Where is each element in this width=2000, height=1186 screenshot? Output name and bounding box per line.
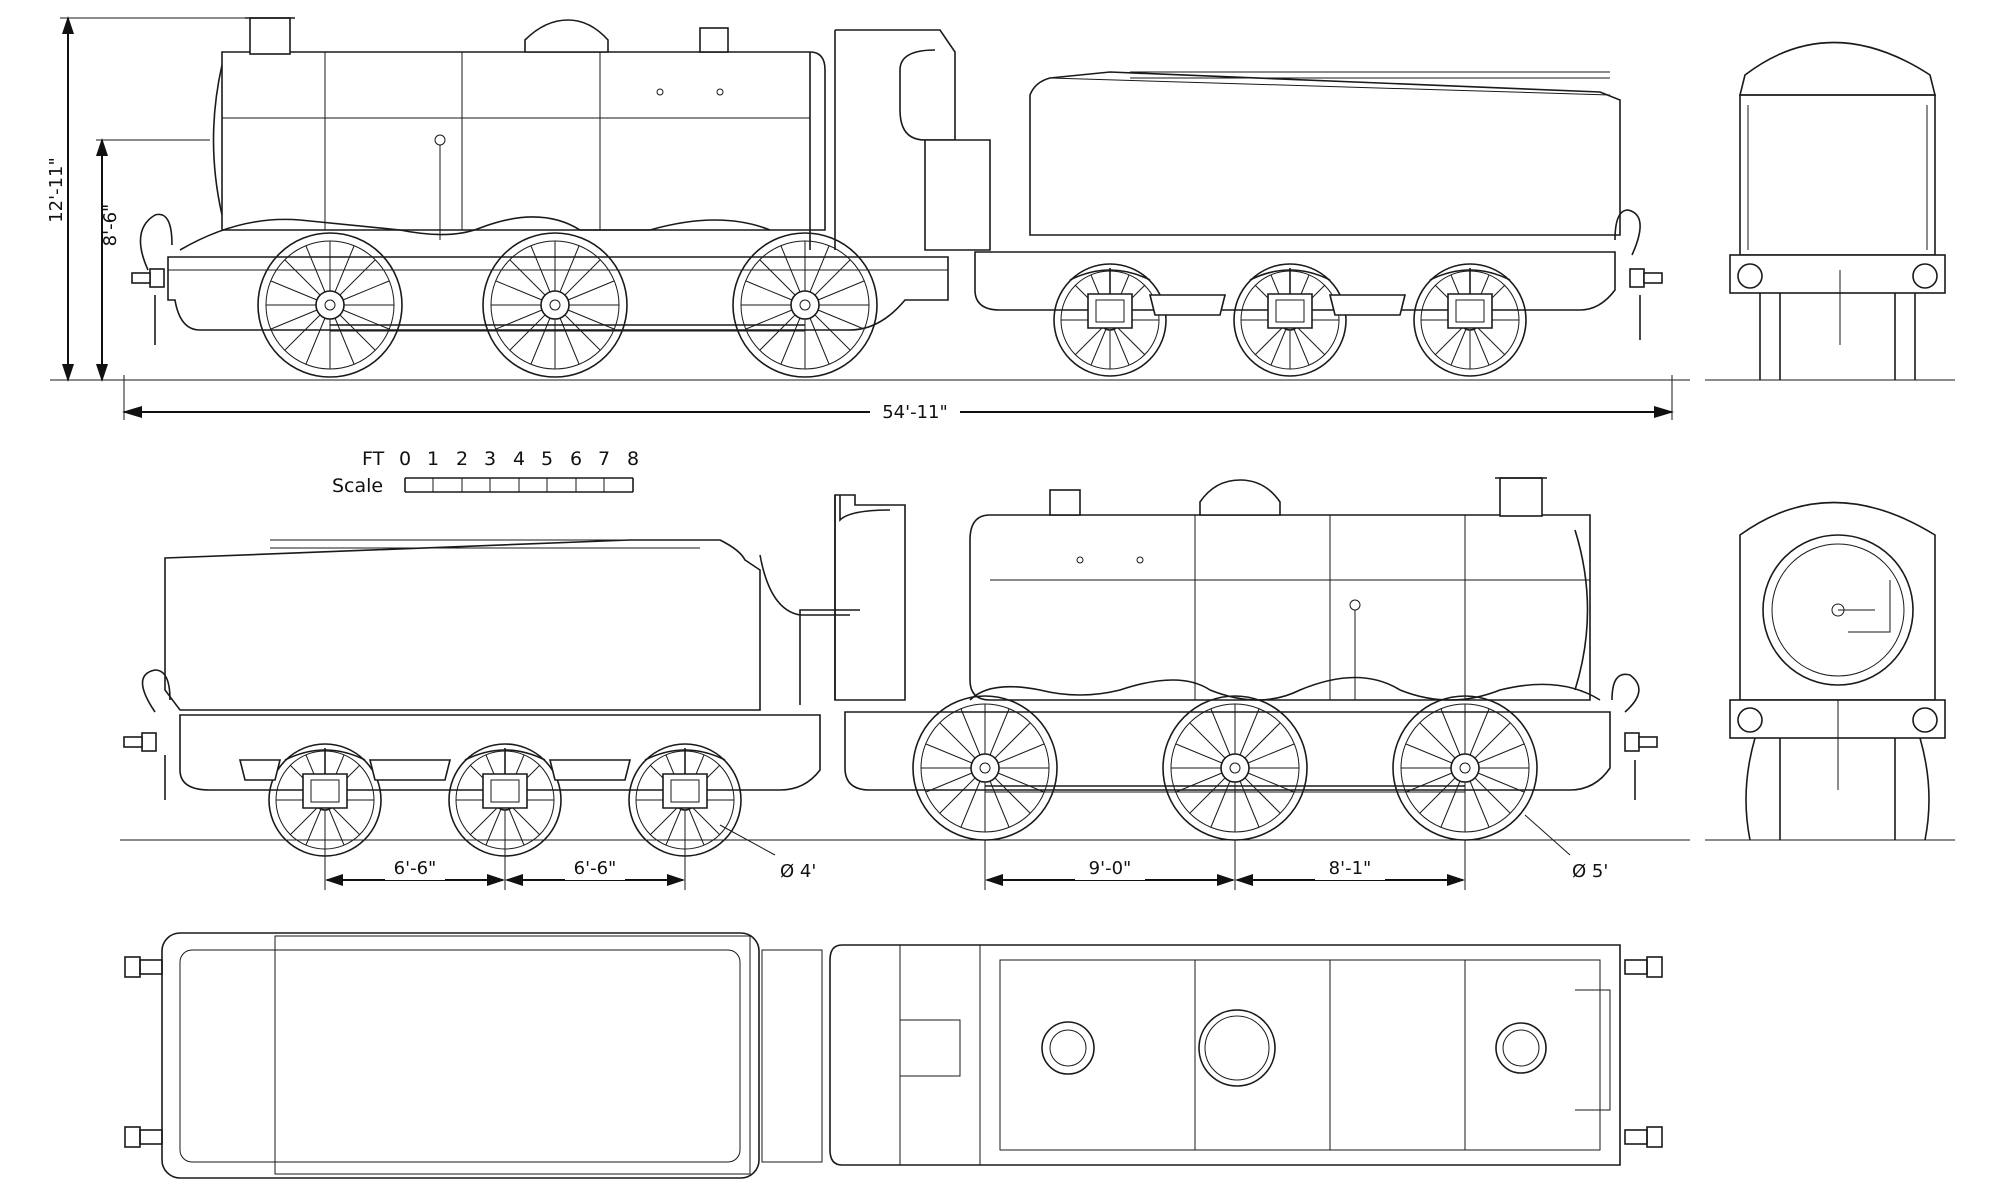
end-view-bottom bbox=[1705, 501, 1955, 841]
tender-wheelbase-2-label: 6'-6" bbox=[574, 858, 617, 879]
scale-bar bbox=[404, 477, 634, 493]
length-overall-label: 54'-11" bbox=[882, 402, 948, 423]
height-overall-label: 12'-11" bbox=[46, 157, 67, 223]
plan-view bbox=[124, 932, 1663, 1179]
tender-wheelbase-1-label: 6'-6" bbox=[394, 858, 437, 879]
loco-wheelbase-2-label: 8'-1" bbox=[1329, 858, 1372, 879]
loco-wheelbase-dimension bbox=[984, 840, 1466, 890]
scale-tick-1: 1 bbox=[427, 448, 439, 470]
scale-tick-7: 7 bbox=[598, 448, 610, 470]
tender-wheel-diameter-label: Ø 4' bbox=[780, 861, 816, 882]
tender-wheelbase-dimension bbox=[324, 840, 686, 890]
height-overall-dimension bbox=[60, 16, 250, 382]
scale-tick-0: 0 bbox=[399, 448, 411, 470]
end-view-top bbox=[1705, 41, 1955, 381]
scale-tick-4: 4 bbox=[513, 448, 525, 470]
side-elevation-top bbox=[50, 17, 1690, 381]
loco-wheel-diameter-label: Ø 5' bbox=[1572, 861, 1608, 882]
scale-tick-6: 6 bbox=[570, 448, 582, 470]
scale-label: Scale bbox=[332, 475, 383, 497]
scale-unit: FT bbox=[362, 448, 385, 470]
height-boiler-label: 8'-6" bbox=[100, 204, 121, 247]
scale-tick-5: 5 bbox=[541, 448, 553, 470]
scale-tick-8: 8 bbox=[627, 448, 639, 470]
loco-wheelbase-1-label: 9'-0" bbox=[1089, 858, 1132, 879]
scale-tick-2: 2 bbox=[456, 448, 468, 470]
length-overall-dimension bbox=[122, 375, 1674, 420]
side-elevation-bottom bbox=[120, 477, 1690, 857]
height-boiler-dimension bbox=[96, 138, 210, 382]
scale-tick-3: 3 bbox=[484, 448, 496, 470]
